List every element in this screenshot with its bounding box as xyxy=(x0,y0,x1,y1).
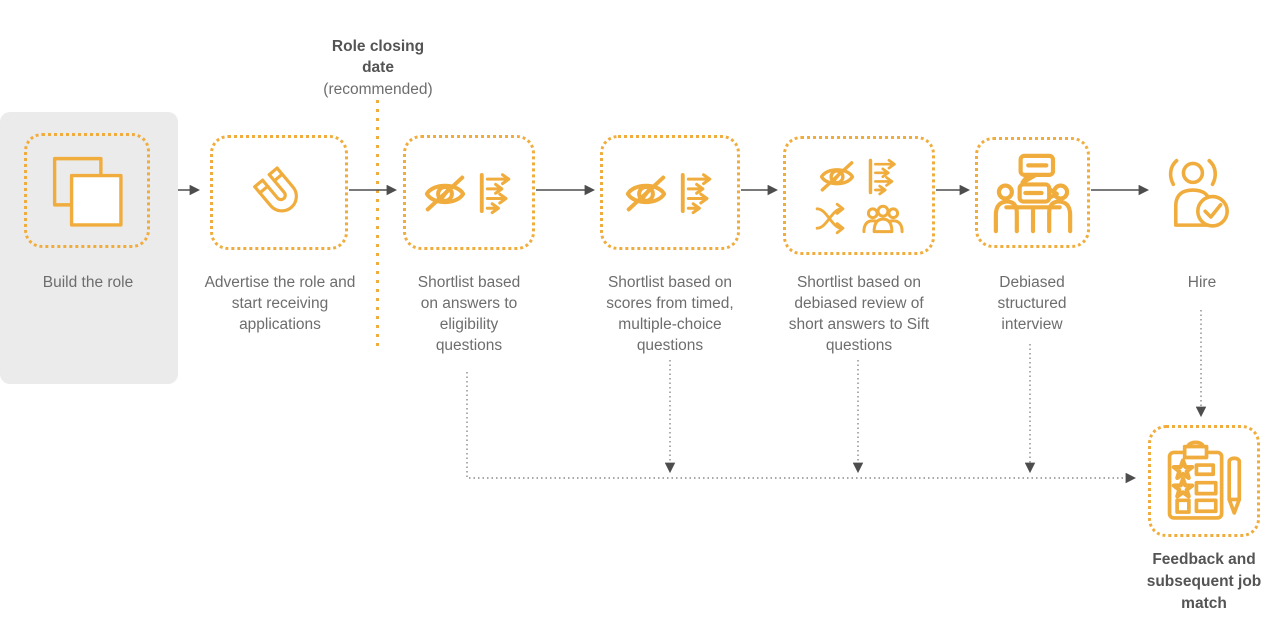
step-box-shortlist-mcq xyxy=(600,135,740,250)
prioritized-list-icon xyxy=(868,158,896,195)
overlapping-documents-icon xyxy=(52,156,123,227)
feedback-checklist-icon xyxy=(1167,440,1242,520)
role-closing-date-title: Role closing date xyxy=(331,38,425,76)
step-box-shortlist-sift xyxy=(783,136,935,255)
blind-review-icon xyxy=(819,161,855,192)
step-label-shortlist-sift: Shortlist based on debiased review of sh… xyxy=(788,274,930,354)
hire-success-icon xyxy=(1168,158,1229,228)
step-box-shortlist-eligibility xyxy=(403,135,535,250)
blind-review-icon xyxy=(424,175,466,211)
prioritized-list-icon xyxy=(680,172,712,214)
blind-review-icon xyxy=(625,175,667,211)
step-label-shortlist-eligibility: Shortlist based on answers to eligibilit… xyxy=(417,274,521,354)
step-box-interview xyxy=(975,137,1090,248)
role-closing-date-note: (recommended) xyxy=(323,81,433,98)
prioritized-list-icon xyxy=(479,172,511,214)
step-label-build-role: Build the role xyxy=(42,274,134,291)
role-closing-date-line xyxy=(376,100,379,350)
step-label-interview: Debiased structured interview xyxy=(997,274,1067,333)
step-box-advertise xyxy=(210,135,348,250)
interview-table-icon xyxy=(993,153,1072,233)
shuffle-icon xyxy=(815,202,845,234)
feedback-label: Feedback and subsequent job match xyxy=(1146,551,1262,612)
step-label-shortlist-mcq: Shortlist based on scores from timed, mu… xyxy=(606,274,734,354)
feedback-box xyxy=(1148,425,1260,537)
step-label-advertise: Advertise the role and start receiving a… xyxy=(204,274,356,333)
step-box-build-role xyxy=(24,133,150,248)
hire-label: Hire xyxy=(1187,274,1217,291)
magnet-icon xyxy=(253,165,298,212)
role-closing-date-annotation: Role closing date (recommended) xyxy=(303,36,453,100)
people-group-icon xyxy=(862,204,904,234)
